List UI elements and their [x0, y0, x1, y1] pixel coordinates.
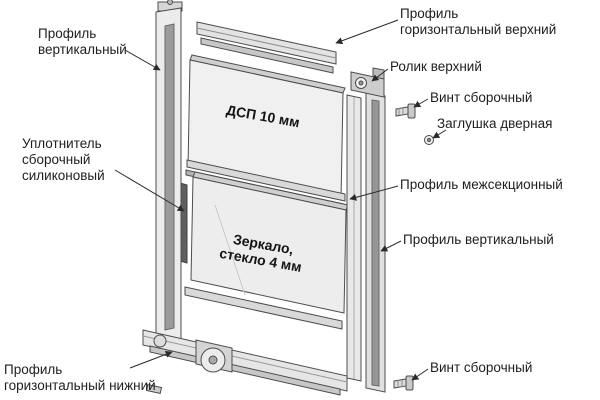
dsp-panel: [187, 54, 346, 201]
label-profile-vertical-right: Профиль вертикальный: [403, 232, 554, 247]
assembly-screw-top-icon: [395, 103, 416, 119]
label-silicone-seal: Уплотнитель сборочный силиконовый: [22, 136, 105, 183]
bottom-horizontal-profile: [142, 329, 348, 396]
door-plug-icon: [424, 135, 434, 145]
leader-profile-vertical-left: [124, 49, 161, 71]
label-screw-bottom: Винт сборочный: [430, 360, 533, 375]
leader-profile-intersection: [349, 185, 399, 201]
assembly-screw-bottom-icon: [393, 375, 414, 391]
leader-screw-bottom: [411, 368, 429, 381]
leader-door-plug: [432, 129, 447, 139]
leader-lines: [114, 19, 447, 381]
leader-profile-horizontal-top: [335, 19, 399, 45]
right-vertical-profile: [365, 91, 386, 393]
label-profile-intersection: Профиль межсекционный: [400, 177, 563, 192]
top-horizontal-profile: [196, 21, 337, 74]
label-profile-vertical-left: Профиль вертикальный: [38, 26, 127, 57]
upper-roller: [350, 67, 385, 98]
lower-roller: [195, 339, 233, 373]
label-profile-horizontal-bottom: Профиль горизонтальный нижний: [4, 362, 156, 393]
bottom-left-fitting: [145, 334, 167, 394]
leader-roller-top: [371, 68, 389, 82]
label-screw-top: Винт сборочный: [430, 90, 533, 105]
label-roller-top: Ролик верхний: [390, 59, 482, 74]
left-vertical-profile: [155, 0, 183, 346]
lower-divider-strip: [184, 286, 343, 330]
leader-profile-horizontal-bottom: [129, 350, 173, 369]
mirror-panel: [190, 171, 349, 314]
leader-seal: [114, 169, 185, 212]
leader-profile-vertical-right: [380, 240, 402, 252]
label-profile-horizontal-top: Профиль горизонтальный верхний: [400, 6, 557, 37]
label-door-plug: Заглушка дверная: [437, 116, 553, 131]
right-inner-profile: [346, 94, 362, 382]
leader-screw-top: [413, 98, 429, 108]
